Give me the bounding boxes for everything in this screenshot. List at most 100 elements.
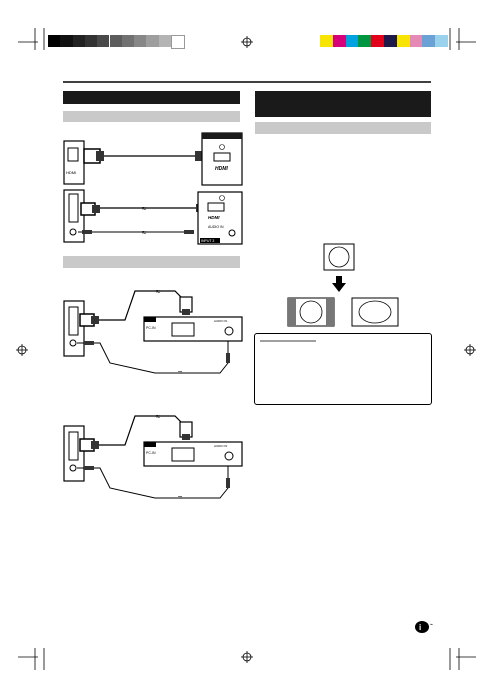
section-header-right xyxy=(255,91,431,117)
note-box xyxy=(254,333,432,405)
device-audio-jack xyxy=(228,229,236,237)
grey-swatch xyxy=(48,35,61,47)
cable-break: ≈ xyxy=(142,204,147,213)
page-number: - xyxy=(430,619,433,629)
registration-mark-right xyxy=(464,344,476,356)
hdmi-plug-left-grip xyxy=(96,151,104,161)
pc-connection-diagram-2: ≈ PC-IN AUDIO IN ≈ xyxy=(63,412,243,502)
hdmi-logo: HDMI xyxy=(215,166,228,172)
hdmi-port-label: HDMI xyxy=(66,170,76,175)
vga-plug-head xyxy=(182,434,190,440)
pc-audio-jack xyxy=(224,451,234,461)
down-arrow-icon xyxy=(332,276,346,292)
grey-swatch xyxy=(158,35,171,47)
audio-jack xyxy=(69,339,77,347)
grey-swatch xyxy=(109,35,122,47)
hdmi-connection-diagram: HDMI HDMI xyxy=(63,132,243,186)
grey-swatch xyxy=(134,35,147,47)
color-swatch xyxy=(422,35,436,47)
cable-break: ≈ xyxy=(156,412,161,421)
color-swatch xyxy=(384,35,397,47)
pc-input-tag xyxy=(144,442,156,447)
registration-mark-bottom xyxy=(241,651,253,663)
source-circle xyxy=(328,246,350,268)
aspect-ratio-illustration xyxy=(287,243,399,327)
screw-icon xyxy=(219,144,225,150)
hdmi-logo: HDMI xyxy=(208,215,220,220)
grey-swatch xyxy=(60,35,73,47)
device-hdmi-port xyxy=(213,152,231,162)
grey-swatch xyxy=(72,35,85,47)
screw-icon xyxy=(219,195,225,201)
vga-port xyxy=(171,447,195,462)
port-column xyxy=(68,193,79,223)
pc-in-label: PC-IN xyxy=(146,326,156,330)
hdmi-plug-right-grip xyxy=(195,151,203,161)
color-swatch xyxy=(320,35,333,47)
vga-cable xyxy=(99,415,186,446)
subsection-header-pc xyxy=(63,256,240,268)
cable-break-audio: ≈ xyxy=(142,228,147,237)
side-bar-circle xyxy=(299,300,323,324)
vga-cable xyxy=(99,290,186,321)
color-swatch xyxy=(358,35,372,47)
audio-plug-right xyxy=(184,230,194,234)
audio-jack xyxy=(69,228,77,236)
side-bar-right xyxy=(326,298,334,326)
pc-in-label: PC-IN xyxy=(146,451,156,455)
color-swatch xyxy=(371,35,384,47)
grey-swatch xyxy=(171,35,186,49)
vga-plug-head xyxy=(182,309,190,315)
audio-in-label: AUDIO IN xyxy=(208,225,224,229)
registration-mark-left xyxy=(16,344,28,356)
audio-cable xyxy=(77,466,229,499)
plug-left-grip xyxy=(91,316,99,324)
cable-break-audio: ≈ xyxy=(178,493,183,502)
audio-plug-left xyxy=(84,466,94,470)
port-column xyxy=(68,306,79,336)
grey-swatch xyxy=(84,35,98,47)
pc-connection-diagram-1: ≈ PC-IN AUDIO IN ≈ xyxy=(63,287,243,377)
color-swatch xyxy=(396,35,410,47)
plug-left-grip xyxy=(91,441,99,449)
color-swatch xyxy=(332,35,346,47)
color-swatch xyxy=(435,35,448,47)
grey-swatch xyxy=(146,35,159,47)
hdmi-audio-diagram: ≈ ≈ HDMI AUDIO IN INPUT 3 xyxy=(63,189,243,245)
grey-swatch xyxy=(121,35,135,47)
note-icon xyxy=(260,340,316,342)
cable-break: ≈ xyxy=(156,287,161,296)
hdmi-port-icon xyxy=(67,147,79,162)
registration-mark-top xyxy=(241,36,253,48)
audio-jack xyxy=(69,464,77,472)
port-column xyxy=(68,431,79,461)
subsection-header-hdmi xyxy=(63,111,240,122)
grey-swatch xyxy=(97,35,110,47)
audio-plug-left xyxy=(82,230,92,234)
audio-in-label: AUDIO IN xyxy=(214,319,227,323)
plug-left-grip xyxy=(92,205,100,213)
audio-in-label: AUDIO IN xyxy=(214,444,227,448)
side-bar-left xyxy=(288,298,296,326)
vga-port xyxy=(171,322,195,337)
page-number-badge: i xyxy=(415,621,429,633)
device-panel-top xyxy=(202,133,242,139)
pc-input-tag xyxy=(144,317,156,322)
input-tag-label: INPUT 3 xyxy=(201,239,214,243)
color-swatch xyxy=(345,35,359,47)
audio-plug-left xyxy=(84,341,94,345)
cable-break-audio: ≈ xyxy=(178,368,183,377)
device-hdmi-port xyxy=(207,202,225,212)
section-header-left xyxy=(63,91,240,104)
pc-audio-jack xyxy=(224,326,234,336)
subsection-header-right xyxy=(255,122,431,134)
color-swatch xyxy=(409,35,423,47)
tv-panel xyxy=(63,140,85,185)
device-panel xyxy=(197,191,243,245)
audio-cable xyxy=(77,341,229,374)
language-mark-icon: i xyxy=(419,623,421,632)
input-tag xyxy=(200,238,220,243)
audio-plug-right xyxy=(226,353,230,363)
stretched-circle xyxy=(358,300,392,324)
